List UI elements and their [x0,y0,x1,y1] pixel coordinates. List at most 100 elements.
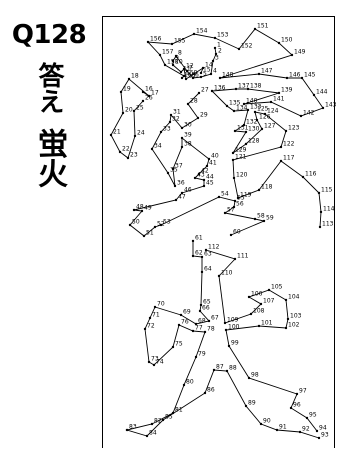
dot-79 [194,355,198,359]
dot-7 [185,69,189,73]
dot-number-15: 15 [203,67,211,74]
dot-150 [277,41,281,45]
dot-38 [180,145,184,149]
dot-number-145: 145 [304,72,316,79]
dot-number-45: 45 [206,180,214,187]
dot-number-64: 64 [204,266,212,273]
dot-27 [197,91,201,95]
dot-number-149: 149 [294,49,306,56]
dot-55 [233,199,237,203]
dot-number-99: 99 [231,340,239,347]
dot-20 [121,111,125,115]
dot-18 [127,77,131,81]
dot-number-51: 51 [146,230,154,237]
dot-103 [286,317,290,321]
dot-31 [169,113,173,117]
dot-number-87: 87 [216,364,224,371]
dot-39 [180,136,184,140]
dot-number-119: 119 [240,192,252,199]
dot-number-47: 47 [178,194,186,201]
dot-number-24: 24 [137,130,145,137]
dot-52 [153,225,157,229]
dot-number-1: 1 [217,42,221,49]
dot-70 [153,305,157,309]
dot-148 [218,76,222,80]
dot-number-77: 77 [195,325,203,332]
dot-145 [300,76,304,80]
dot-19 [119,90,123,94]
dot-to-dot-canvas: 1234567891011121314151617181920212223242… [109,23,336,440]
dot-101 [257,324,261,328]
dot-number-26: 26 [145,95,153,102]
dot-number-90: 90 [263,418,271,425]
dot-number-61: 61 [195,235,203,242]
dot-41 [205,164,209,168]
dot-136 [210,89,214,93]
dot-5 [199,75,203,79]
dot-128 [244,142,248,146]
dot-42 [197,172,201,176]
dot-number-7: 7 [189,65,193,72]
dot-149 [290,53,294,57]
dot-number-21: 21 [113,129,121,136]
dot-23 [126,156,130,160]
dot-number-66: 66 [202,305,210,312]
dot-number-57: 57 [227,207,235,214]
dot-99 [227,344,231,348]
dot-110 [217,274,221,278]
dot-number-104: 104 [288,294,300,301]
dot-number-109: 109 [227,317,239,324]
dot-21 [109,133,113,137]
dot-number-81: 81 [175,407,183,414]
dot-116 [301,175,305,179]
dot-number-128: 128 [248,138,260,145]
dot-107 [259,302,263,306]
dot-85 [161,418,165,422]
dot-number-4: 4 [213,68,217,75]
dot-number-130: 130 [248,126,260,133]
dot-93 [317,436,321,440]
dot-2 [214,52,218,56]
dot-number-157: 157 [162,49,174,56]
dot-26 [141,99,145,103]
dot-112 [204,248,208,252]
dot-66 [198,309,202,313]
dot-113 [318,225,322,229]
dot-number-60: 60 [233,229,241,236]
dot-126 [255,118,259,122]
dot-number-42: 42 [201,168,209,175]
dot-number-96: 96 [293,402,301,409]
answer-panel: Q128 答え 蛍火 [0,0,98,448]
dot-number-144: 144 [316,89,328,96]
dot-151 [253,27,257,31]
connector-line [146,28,324,228]
dot-155 [170,42,174,46]
dot-number-58: 58 [257,213,265,220]
dot-84 [145,434,149,438]
dot-number-115: 115 [321,187,333,194]
dot-number-10: 10 [175,59,183,66]
dot-number-95: 95 [309,412,317,419]
dot-number-122: 122 [283,141,295,148]
dot-118 [257,188,261,192]
dot-86 [203,391,207,395]
dot-number-22: 22 [122,146,130,153]
dot-number-3: 3 [215,55,219,62]
dot-number-146: 146 [289,72,301,79]
dot-number-38: 38 [184,141,192,148]
dot-number-141: 141 [273,96,285,103]
dot-121 [231,158,235,162]
dot-number-84: 84 [149,430,157,437]
dot-number-102: 102 [288,322,300,329]
dot-number-137: 137 [238,83,250,90]
dot-57 [223,211,227,215]
dot-number-152: 152 [241,43,253,50]
dot-89 [244,404,248,408]
dot-48 [132,208,136,212]
dot-77 [191,329,195,333]
dot-32 [168,120,172,124]
dot-67 [207,319,211,323]
dot-number-20: 20 [125,107,133,114]
dot-number-88: 88 [229,365,237,372]
dot-number-74: 74 [156,359,164,366]
